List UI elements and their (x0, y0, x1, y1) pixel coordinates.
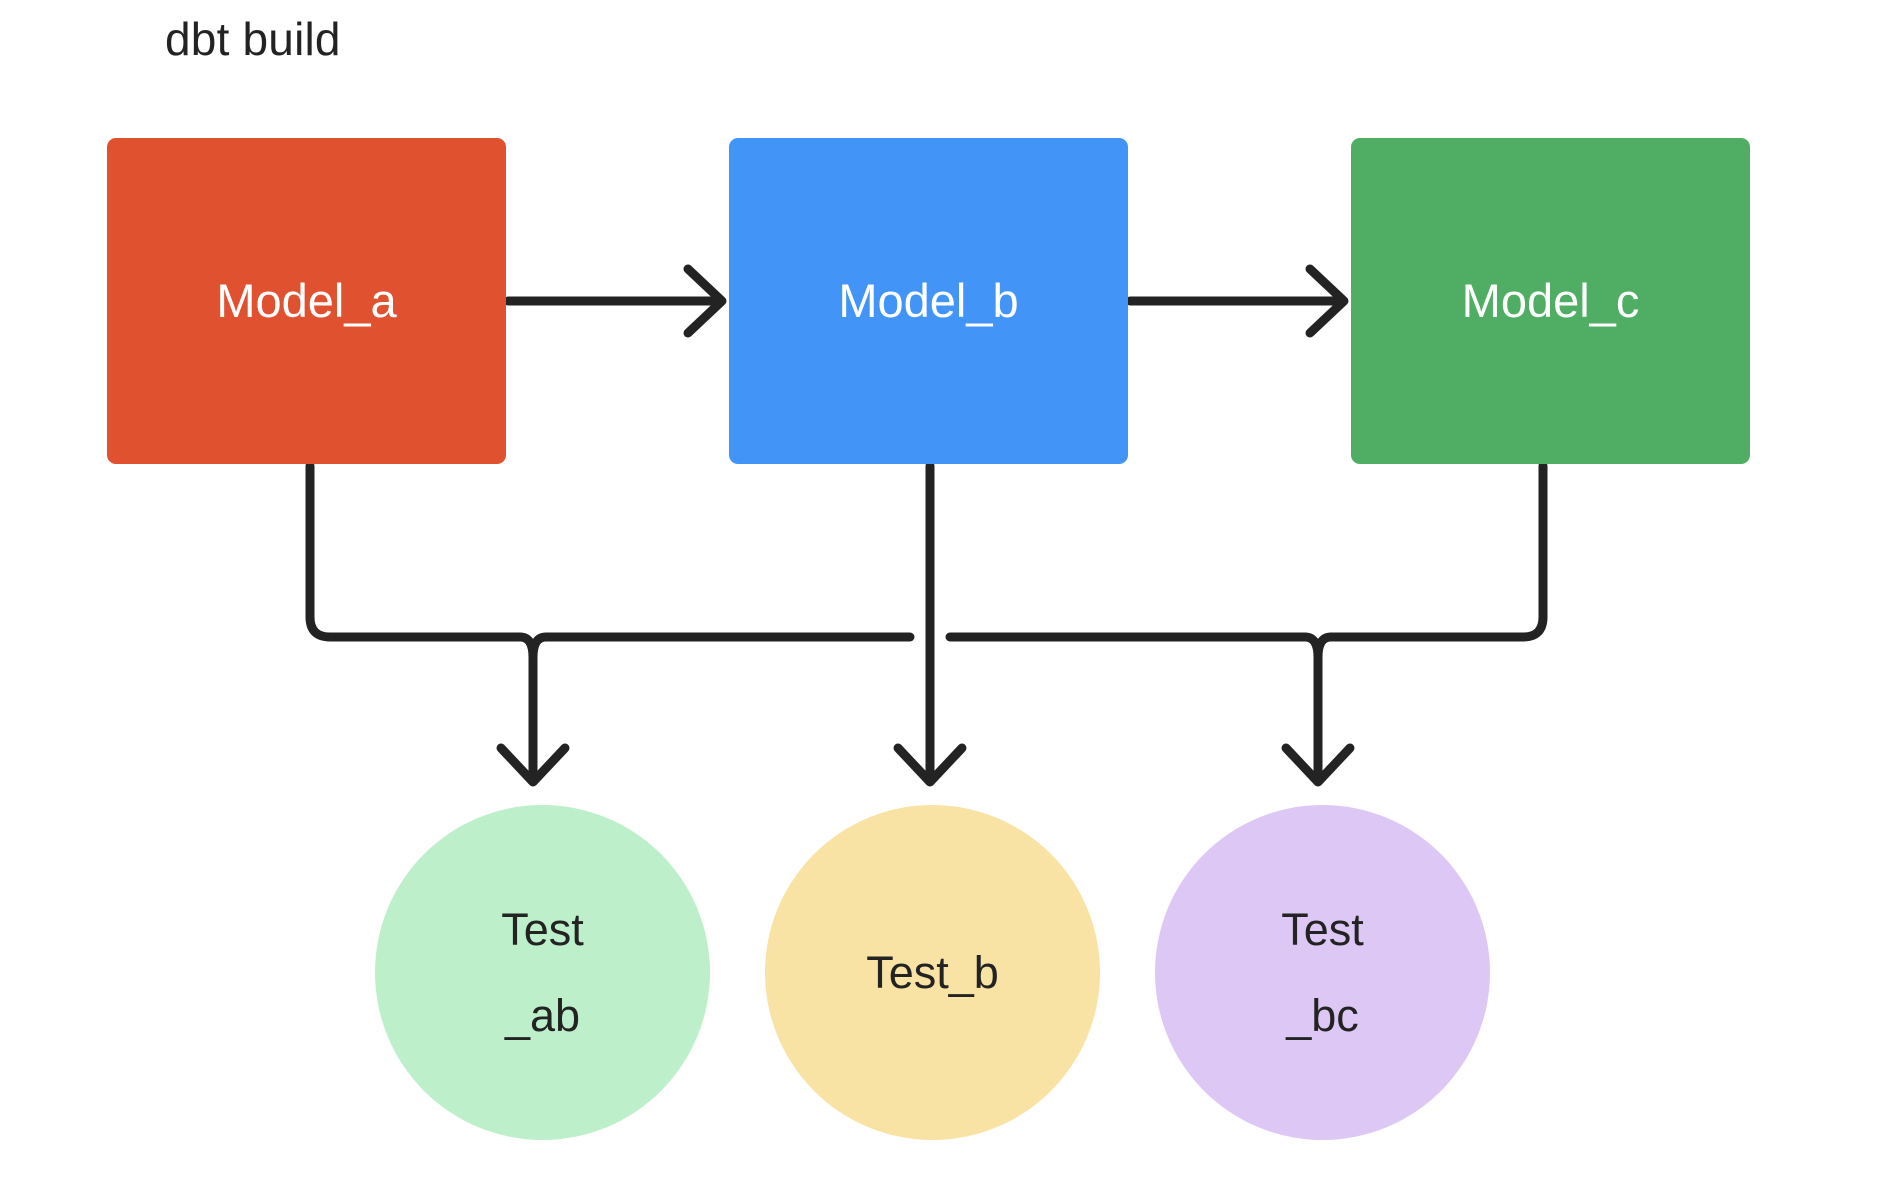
edge-model-a-to-model-b (503, 264, 727, 338)
node-test-b[interactable]: Test_b (765, 805, 1100, 1140)
edge-model-a-to-bus (305, 461, 525, 642)
node-model-a[interactable]: Model_a (107, 138, 506, 464)
edge-model-b-to-test-b (893, 461, 967, 787)
edge-model-b-to-model-c (1125, 264, 1349, 338)
node-model-b-label: Model_b (838, 274, 1019, 328)
node-model-a-label: Model_a (216, 274, 397, 328)
edge-bus-to-test-bc (1281, 632, 1355, 787)
node-model-c-label: Model_c (1461, 274, 1640, 328)
node-test-ab[interactable]: Test _ab (375, 805, 710, 1140)
node-test-ab-label: Test _ab (501, 904, 584, 1041)
diagram-title: dbt build (165, 13, 341, 65)
node-test-b-label: Test_b (866, 946, 999, 998)
node-test-bc[interactable]: Test _bc (1155, 805, 1490, 1140)
node-test-bc-label: Test _bc (1281, 904, 1364, 1041)
node-model-c[interactable]: Model_c (1351, 138, 1750, 464)
edge-model-c-to-bus (1326, 461, 1548, 642)
edge-bus-to-test-ab (496, 632, 570, 787)
node-model-b[interactable]: Model_b (729, 138, 1128, 464)
